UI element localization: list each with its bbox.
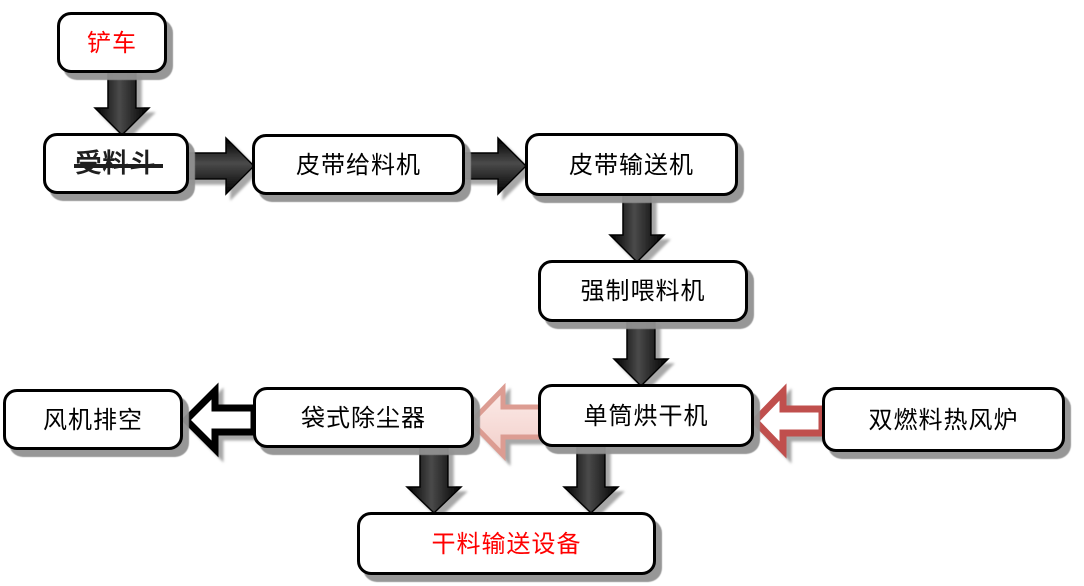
node-single-drum-dryer: 单筒烘干机 bbox=[538, 384, 754, 447]
node-forced-feeder: 强制喂料机 bbox=[538, 260, 748, 322]
node-dry-material-conveyor-label: 干料输送设备 bbox=[431, 529, 582, 558]
node-single-drum-dryer-label: 单筒烘干机 bbox=[583, 401, 709, 430]
arrow-bag-dust-collector-to-dry-material-conveyor bbox=[405, 445, 463, 515]
arrow-furnace-to-single-drum-dryer bbox=[750, 383, 826, 459]
node-bag-dust-collector: 袋式除尘器 bbox=[253, 387, 474, 448]
node-loader-label: 铲车 bbox=[87, 28, 137, 57]
node-loader: 铲车 bbox=[57, 12, 167, 73]
arrow-receiving-hopper-to-belt-feeder bbox=[185, 136, 256, 196]
node-receiving-hopper: 受料斗 bbox=[43, 133, 189, 194]
arrow-belt-conveyor-to-forced-feeder bbox=[608, 193, 666, 264]
arrow-loader-to-receiving-hopper bbox=[93, 70, 151, 137]
node-bag-dust-collector-label: 袋式除尘器 bbox=[301, 403, 426, 432]
node-receiving-hopper-label: 受料斗 bbox=[73, 148, 163, 179]
node-dual-fuel-hot-air-furnace-label: 双燃料热风炉 bbox=[868, 405, 1019, 434]
node-fan-exhaust: 风机排空 bbox=[3, 389, 183, 450]
arrow-forced-feeder-to-single-drum-dryer bbox=[612, 319, 670, 388]
node-belt-conveyor: 皮带输送机 bbox=[525, 133, 738, 196]
arrow-single-drum-dryer-to-bag-dust-collector bbox=[467, 382, 545, 462]
arrow-bag-dust-collector-to-fan-exhaust bbox=[181, 382, 258, 458]
arrow-belt-feeder-to-belt-conveyor bbox=[461, 136, 528, 196]
node-dual-fuel-hot-air-furnace: 双燃料热风炉 bbox=[822, 387, 1065, 452]
node-belt-feeder: 皮带给料机 bbox=[252, 134, 465, 195]
node-dry-material-conveyor: 干料输送设备 bbox=[357, 512, 656, 575]
node-forced-feeder-label: 强制喂料机 bbox=[580, 277, 706, 305]
arrow-single-drum-dryer-to-dry-material-conveyor bbox=[562, 444, 620, 515]
node-belt-conveyor-label: 皮带输送机 bbox=[569, 150, 694, 179]
node-fan-exhaust-label: 风机排空 bbox=[43, 405, 143, 434]
node-belt-feeder-label: 皮带给料机 bbox=[296, 150, 421, 179]
